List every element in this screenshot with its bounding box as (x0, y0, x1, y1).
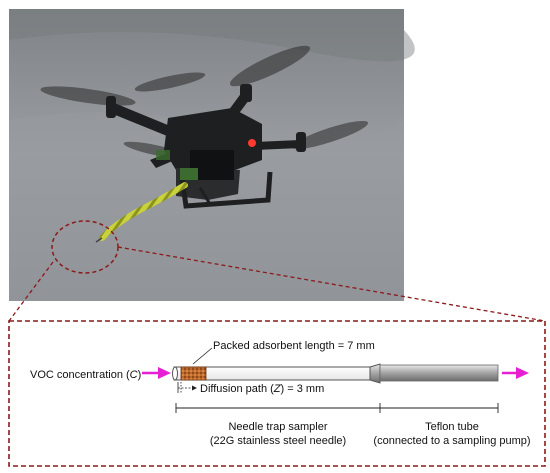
tether-rope (99, 182, 188, 241)
callout-connector-left (8, 261, 54, 322)
voc-concentration-label: VOC concentration (C) (30, 369, 141, 381)
tube-connector (369, 363, 381, 384)
callout-connector-right (117, 246, 546, 322)
diffusion-path-label: Diffusion path (Z) = 3 mm (200, 383, 324, 395)
teflon-connection-label: (connected to a sampling pump) (373, 435, 530, 447)
length-brackets (175, 403, 499, 413)
outflow-arrow-icon (502, 367, 529, 379)
packed-adsorbent (180, 366, 207, 381)
inflow-arrow-icon (142, 367, 171, 379)
packed-adsorbent-length-label: Packed adsorbent length = 7 mm (213, 340, 375, 352)
teflon-tube-label: Teflon tube (425, 421, 479, 433)
needle-trap-sampler-label: Needle trap sampler (228, 421, 327, 433)
teflon-tube (379, 364, 499, 382)
callout-box (8, 320, 546, 467)
needle-spec-label: (22G stainless steel needle) (210, 435, 346, 447)
drone-photo (9, 9, 415, 301)
